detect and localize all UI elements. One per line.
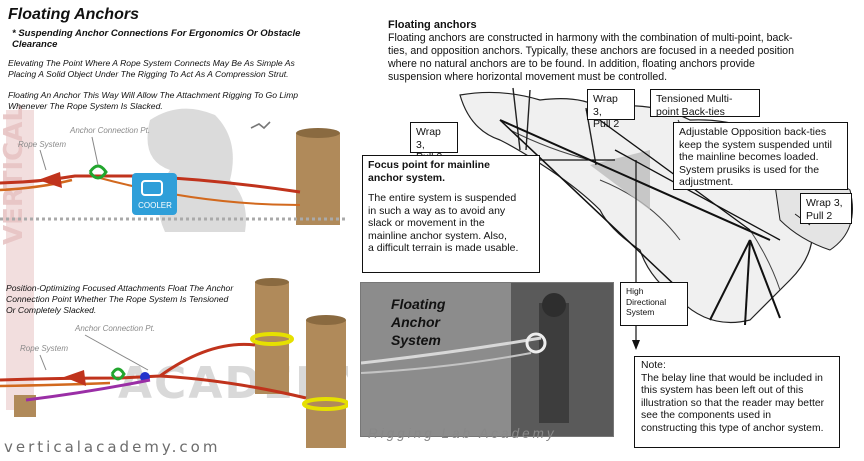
photo-caption-line-3: System <box>391 332 441 348</box>
left-title: Floating Anchors <box>8 6 139 24</box>
tensioned-callout: Tensioned Multi- point Back-ties <box>650 89 760 117</box>
cooler-label: COOLER <box>138 201 172 210</box>
note-box: Note: The belay line that would be inclu… <box>634 356 840 448</box>
right-intro: Floating anchors are constructed in harm… <box>388 32 794 84</box>
photo-scene: Floating Anchor System <box>361 283 613 436</box>
worker-silhouette <box>539 303 569 423</box>
left-paragraph-3: Position-Optimizing Focused Attachments … <box>6 283 233 316</box>
watermark-bar <box>6 110 34 410</box>
bird-icon <box>251 122 270 128</box>
high-directional-callout: High Directional System <box>620 282 688 326</box>
photo-caption-line-2: Anchor <box>390 314 442 330</box>
left-panel: VERTICAL ACADEMY COOLER <box>0 0 348 461</box>
wrap-callout-left: Wrap 3, Pull 2 <box>410 122 458 153</box>
floating-anchor-photo: Floating Anchor System <box>360 282 614 437</box>
pole-bottom-right <box>306 320 346 448</box>
rope-system-label-bottom: Rope System <box>20 344 68 353</box>
right-footer: Rigging Lab Academy <box>368 426 557 441</box>
photo-caption-line-1: Floating <box>391 296 446 312</box>
left-subtitle: * Suspending Anchor Connections For Ergo… <box>12 28 348 50</box>
pole-top <box>296 133 340 225</box>
anchor-connection-label-bottom: Anchor Connection Pt. <box>75 324 155 333</box>
pole-bottom-left <box>255 282 289 394</box>
right-title: Floating anchors <box>388 19 477 31</box>
left-paragraph-2: Floating An Anchor This Way Will Allow T… <box>8 90 298 112</box>
focus-callout: Focus point for mainline anchor system. … <box>362 155 540 273</box>
wrap-callout-right: Wrap 3, Pull 2 <box>800 193 852 224</box>
left-footer-url: verticalacademy.com <box>4 438 220 456</box>
wrap-callout-mid: Wrap 3, Pull 2 <box>587 89 635 120</box>
anchor-connection-label-top: Anchor Connection Pt. <box>70 126 150 135</box>
rope-system-label-top: Rope System <box>18 140 66 149</box>
arrow-head-icon <box>632 340 640 350</box>
opposition-callout: Adjustable Opposition back-ties keep the… <box>673 122 848 190</box>
left-paragraph-1: Elevating The Point Where A Rope System … <box>8 58 295 80</box>
right-panel: Floating anchors Floating anchors are co… <box>350 0 864 461</box>
